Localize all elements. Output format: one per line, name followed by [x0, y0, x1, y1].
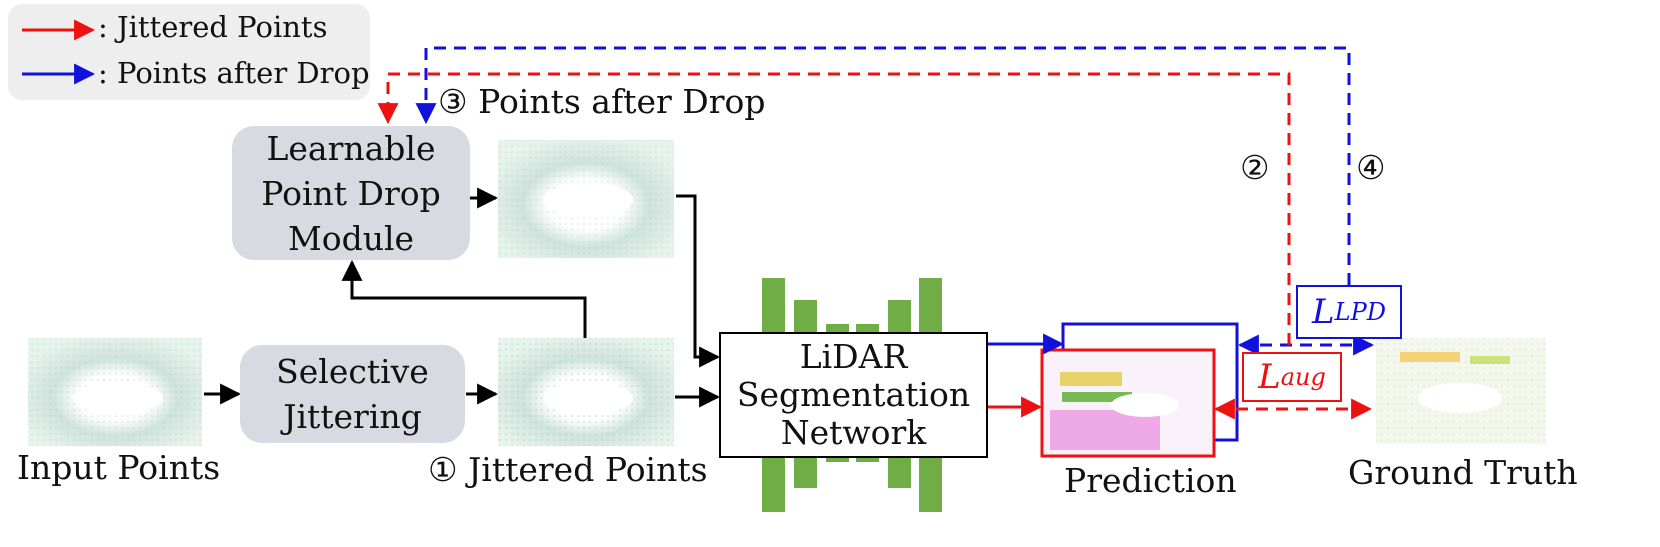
marker-step-four: ④: [1356, 148, 1386, 187]
loss-lpd-sub: LPD: [1334, 298, 1386, 326]
prediction-image: [1040, 348, 1216, 458]
caption-prediction: Prediction: [1064, 461, 1237, 500]
caption-points-after-drop: ③ Points after Drop: [438, 82, 766, 121]
caption-jittered-points: ① Jittered Points: [428, 450, 708, 489]
legend-dropped-label: : Points after Drop: [98, 56, 370, 90]
input-point-cloud-image: [28, 338, 202, 446]
lpd-line-1: Learnable: [266, 128, 436, 168]
loss-aug-sub: aug: [1280, 363, 1326, 391]
lidar-segmentation-network: LiDAR Segmentation Network: [719, 332, 988, 458]
loss-aug-base: L: [1258, 357, 1281, 397]
legend-jittered-label: : Jittered Points: [98, 10, 328, 44]
jittered-point-cloud-image: [498, 338, 674, 446]
dashed-red-feedback-path: [377, 72, 1291, 345]
lpd-line-2: Point Drop: [261, 173, 441, 213]
ground-truth-image: [1376, 338, 1546, 444]
lpd-line-3: Module: [287, 218, 415, 258]
sj-line-1: Selective: [276, 352, 429, 391]
selective-jittering-module: Selective Jittering: [240, 345, 465, 443]
marker-step-two: ②: [1240, 148, 1270, 187]
learnable-point-drop-module: Learnable Point Drop Module: [232, 126, 470, 260]
legend-panel: [8, 4, 370, 100]
net-line-2: Segmentation: [736, 375, 971, 414]
net-line-1: LiDAR: [799, 337, 908, 376]
caption-input-points: Input Points: [17, 448, 221, 487]
net-line-3: Network: [780, 413, 927, 452]
loss-lpd-base: L: [1312, 292, 1335, 332]
arrow-dropped-to-network: [676, 194, 721, 368]
arrow-jittered-to-lpd: [341, 259, 587, 338]
sj-line-2: Jittering: [283, 397, 422, 436]
dropped-point-cloud-image: [498, 140, 674, 258]
caption-ground-truth: Ground Truth: [1348, 453, 1578, 492]
